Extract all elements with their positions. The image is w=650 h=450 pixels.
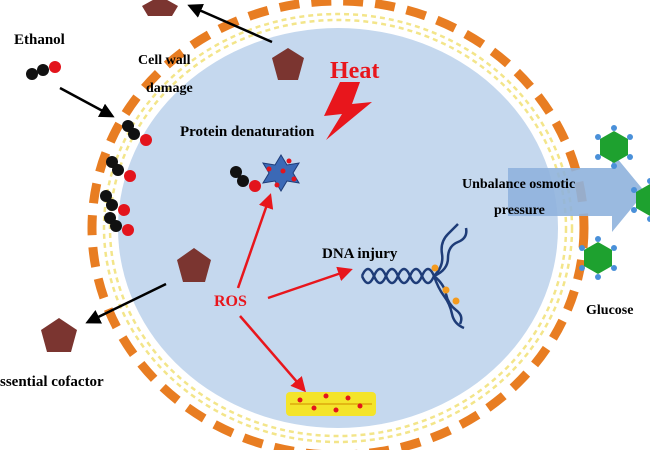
- cell-wall-damage-label-2: damage: [146, 81, 193, 96]
- ethanol-molecule-icon: [230, 166, 261, 192]
- cofactor-pentagon-icon: [177, 248, 211, 282]
- glucose-molecule-icon: [631, 178, 650, 222]
- cell-wall-damage-label: Cell wall: [138, 53, 191, 68]
- glucose-label: Glucose: [586, 303, 633, 318]
- heat-label: Heat: [330, 58, 379, 84]
- lipid-peroxidation-icon: [286, 392, 376, 416]
- ethanol-molecule-icon: [122, 120, 152, 146]
- dna-strand-icon: [360, 223, 468, 330]
- inner-membrane-line-2: [102, 12, 574, 444]
- cofactor-pentagon-icon: [142, 0, 178, 16]
- ros-to-dna-arrow: [267, 266, 353, 300]
- cofactor-pentagon-icon: [41, 318, 77, 352]
- cell-cytoplasm: [118, 28, 558, 428]
- ethanol-molecule-icon: [26, 61, 61, 80]
- ros-to-lipid-arrow: [239, 315, 306, 393]
- ethanol-label: Ethanol: [14, 32, 65, 48]
- glucose-molecule-icon: [595, 125, 633, 169]
- osmotic-pressure-arrow: [508, 152, 645, 232]
- ros-to-protein-arrow: [236, 193, 274, 289]
- osmotic-pressure-label: pressure: [494, 203, 545, 218]
- denatured-protein-icon: [262, 154, 300, 192]
- essential-cofactor-label: ssential cofactor: [0, 374, 104, 390]
- dna-damage-dot: [442, 286, 450, 294]
- ethanol-molecule-icon: [100, 190, 130, 216]
- inner-membrane-line: [108, 18, 568, 438]
- dna-injury-label: DNA injury: [322, 246, 398, 262]
- ethanol-entry-arrow: [59, 86, 115, 118]
- dna-damage-dot: [452, 297, 460, 305]
- unbalance-osmotic-label: Unbalance osmotic: [462, 177, 575, 192]
- dna-damage-dot: [431, 264, 439, 272]
- glucose-molecule-icon: [579, 236, 617, 280]
- heat-lightning-icon: [324, 82, 372, 140]
- cofactor-exit-arrow: [187, 3, 273, 44]
- ros-label: ROS: [214, 293, 247, 310]
- ethanol-molecule-icon: [106, 156, 136, 182]
- cofactor-pentagon-icon: [272, 48, 304, 80]
- ethanol-molecule-icon: [104, 212, 134, 236]
- cell-wall: [87, 0, 589, 450]
- protein-denaturation-label: Protein denaturation: [180, 124, 315, 140]
- cofactor-exit-arrow: [85, 282, 167, 324]
